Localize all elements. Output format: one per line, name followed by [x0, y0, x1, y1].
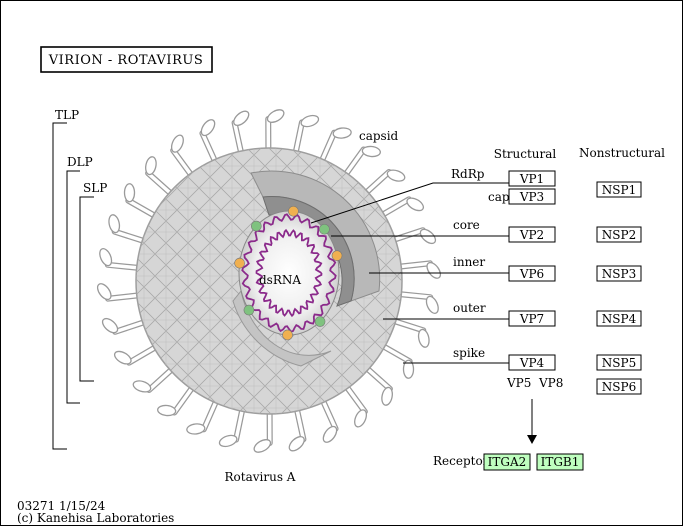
gene-box-nsp5[interactable]: NSP5: [597, 355, 641, 370]
gene-box-vp6[interactable]: VP6: [509, 266, 555, 281]
dsrna-label: dsRNA: [259, 273, 301, 287]
gene-label-nsp4: NSP4: [602, 312, 637, 326]
spike-head: [362, 146, 381, 158]
polymerase-complex: [332, 251, 342, 261]
receptor-box-itga2[interactable]: ITGA2: [484, 454, 530, 470]
gene-label-nsp6: NSP6: [602, 380, 636, 394]
gene-box-vp7[interactable]: VP7: [509, 311, 555, 326]
dlp-bracket: [67, 171, 80, 403]
tlp-bracket: [53, 123, 67, 449]
spike-head: [157, 405, 176, 417]
gene-box-vp4[interactable]: VP4: [509, 355, 555, 370]
polymerase-complex: [235, 258, 245, 268]
gene-box-nsp1[interactable]: NSP1: [597, 182, 641, 197]
polymerase-complex: [283, 330, 293, 340]
gene-box-vp2[interactable]: VP2: [509, 227, 555, 242]
capsid-label: capsid: [359, 129, 399, 143]
spike-head: [333, 127, 352, 139]
gene-label-nsp1: NSP1: [602, 183, 636, 197]
cap-label: cap: [488, 190, 510, 204]
tlp-label: TLP: [55, 108, 79, 122]
vp8-label: VP8: [538, 376, 563, 390]
slp-bracket: [80, 197, 94, 381]
gene-label-nsp3: NSP3: [602, 267, 636, 281]
gene-box-vp1[interactable]: VP1: [509, 171, 555, 186]
core-label: core: [453, 218, 480, 232]
receptor-label: Receptor: [433, 454, 489, 468]
title-box: VIRION - ROTAVIRUS: [41, 47, 212, 72]
gene-box-nsp2[interactable]: NSP2: [597, 227, 641, 242]
footer-copyright: (c) Kanehisa Laboratories: [17, 511, 174, 525]
gene-box-vp3[interactable]: VP3: [509, 189, 555, 204]
outer-label: outer: [453, 301, 486, 315]
gene-label-vp2: VP2: [519, 228, 544, 242]
polymerase-complex: [251, 221, 261, 231]
nonstructural-header: Nonstructural: [579, 146, 665, 160]
spike-head: [144, 156, 157, 176]
spike-head: [107, 214, 121, 234]
receptor-label-itgb1: ITGB1: [541, 455, 580, 469]
dlp-label: DLP: [67, 155, 93, 169]
receptor-box-itgb1[interactable]: ITGB1: [537, 454, 583, 470]
receptor-label-itga2: ITGA2: [488, 455, 527, 469]
rdrp-label: RdRp: [451, 167, 485, 181]
slp-label: SLP: [83, 181, 107, 195]
gene-box-nsp4[interactable]: NSP4: [597, 311, 641, 326]
gene-label-nsp5: NSP5: [602, 356, 636, 370]
gene-label-vp1: VP1: [519, 172, 544, 186]
gene-label-vp4: VP4: [519, 356, 545, 370]
structural-proteins: VP1 VP3 VP2 VP6 VP7 VP4: [509, 171, 555, 370]
spike-head: [300, 113, 320, 128]
inner-label: inner: [453, 255, 485, 269]
polymerase-complex: [315, 317, 325, 327]
virion-illustration: dsRNA: [95, 107, 443, 455]
gene-box-nsp3[interactable]: NSP3: [597, 266, 641, 281]
spike-head: [186, 423, 205, 435]
layer-brackets: [53, 123, 94, 449]
virus-name: Rotavirus A: [225, 470, 296, 484]
gene-label-vp3: VP3: [519, 190, 544, 204]
polymerase-complex: [288, 206, 298, 216]
receptor-arrow: [527, 399, 537, 444]
spike-head: [380, 386, 393, 406]
gene-label-nsp2: NSP2: [602, 228, 636, 242]
spike-label: spike: [453, 346, 485, 360]
polymerase-complex: [244, 305, 254, 315]
gene-label-vp6: VP6: [519, 267, 544, 281]
vp5-label: VP5: [506, 376, 531, 390]
diagram-title: VIRION - ROTAVIRUS: [48, 53, 203, 68]
spike-head: [386, 168, 406, 183]
spike-head: [417, 328, 431, 348]
gene-label-vp7: VP7: [519, 312, 544, 326]
nonstructural-proteins: NSP1 NSP2 NSP3 NSP4 NSP5 NSP6: [597, 182, 641, 394]
gene-box-nsp6[interactable]: NSP6: [597, 379, 641, 394]
polymerase-complex: [319, 224, 329, 234]
spike-head: [132, 379, 152, 394]
spike-head: [124, 184, 134, 202]
spike-head: [218, 433, 238, 448]
structural-header: Structural: [494, 147, 557, 161]
